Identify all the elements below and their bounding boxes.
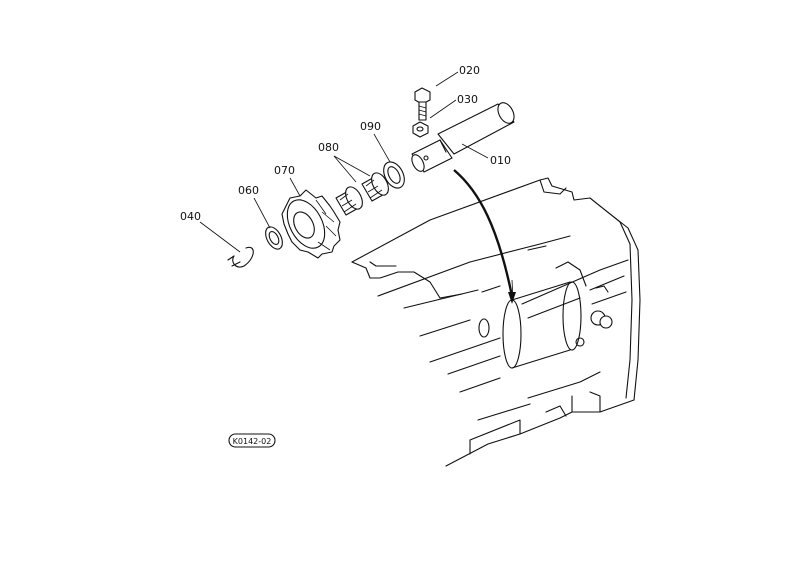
assembly-arrow xyxy=(453,169,514,297)
callout-090: 090 xyxy=(360,120,381,133)
callout-010: 010 xyxy=(490,154,511,167)
shaft-010 xyxy=(411,102,515,173)
callout-labels: 020 030 010 090 080 070 060 040 xyxy=(180,64,511,223)
callout-060: 060 xyxy=(238,184,259,197)
needle-bearing-080a xyxy=(361,172,389,202)
assembly-arrow-head xyxy=(508,292,516,304)
callout-020: 020 xyxy=(459,64,480,77)
callout-080: 080 xyxy=(318,141,339,154)
figure-id-tag: K0142-02 xyxy=(228,433,276,448)
figure-id-text: K0142-02 xyxy=(233,437,272,446)
transmission-housing xyxy=(351,177,641,467)
thrust-washer-060 xyxy=(265,226,283,250)
gear-070 xyxy=(281,189,341,259)
snap-ring-040 xyxy=(227,246,254,268)
needle-bearing-080b xyxy=(335,186,363,216)
callout-030: 030 xyxy=(457,93,478,106)
nut-030 xyxy=(412,121,429,138)
leader-lines xyxy=(199,71,489,253)
callout-070: 070 xyxy=(274,164,295,177)
callout-040: 040 xyxy=(180,210,201,223)
thrust-washer-090 xyxy=(383,161,405,189)
bolt-020 xyxy=(414,87,431,121)
